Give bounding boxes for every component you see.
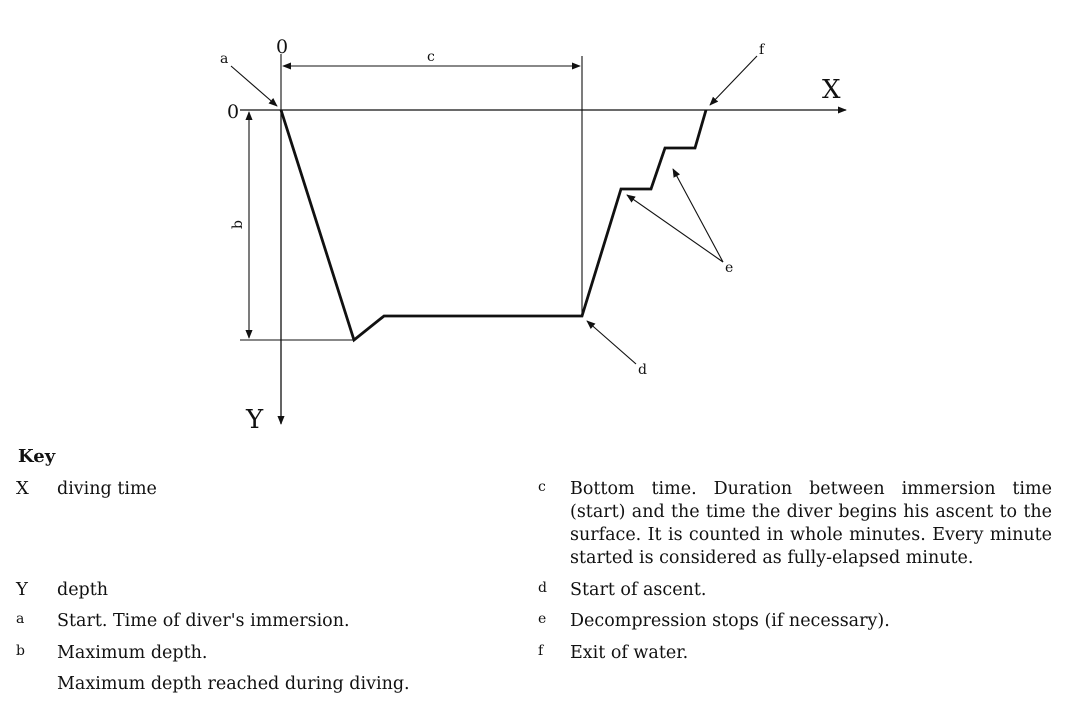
key-text: depth <box>57 580 109 600</box>
leader-d <box>586 320 637 365</box>
callout-e: e <box>725 260 733 276</box>
y-axis-label: Y <box>245 405 264 435</box>
key-symbol: c <box>538 479 546 495</box>
leader-e1 <box>626 194 724 263</box>
key-text: Exit of water. <box>570 643 689 663</box>
dive-profile-diagram: X Y 0 0 a c f e d b <box>220 36 847 435</box>
callout-b: b <box>230 220 246 229</box>
key-symbol: f <box>538 643 544 659</box>
leader-e2 <box>672 168 724 263</box>
key-text: Maximum depth. <box>57 643 208 663</box>
key-title: Key <box>18 446 56 467</box>
key-symbol: b <box>16 643 25 659</box>
callout-d: d <box>638 362 647 378</box>
callout-a: a <box>220 51 228 67</box>
key-text: Start of ascent. <box>570 580 707 600</box>
dive-profile-line <box>279 109 708 343</box>
key-symbol: a <box>16 611 25 627</box>
key-text-secondary: Maximum depth reached during diving. <box>57 674 410 694</box>
y-zero-label: 0 <box>227 101 239 123</box>
key-text: diving time <box>57 479 157 499</box>
key-symbol: Y <box>16 579 28 600</box>
key-symbol: e <box>538 611 547 627</box>
leader-a <box>230 65 278 107</box>
x-zero-label: 0 <box>276 36 288 58</box>
key-text: Start. Time of diver's immersion. <box>57 611 350 631</box>
key-text: Decompression stops (if necessary). <box>570 611 890 631</box>
x-axis-label: X <box>822 75 841 105</box>
key-symbol: X <box>16 478 29 499</box>
callout-c: c <box>427 49 435 65</box>
callout-f: f <box>759 42 766 58</box>
key-symbol: d <box>538 580 547 596</box>
key-text: Bottom time. Duration between immersion … <box>570 479 1052 568</box>
leader-f <box>709 55 758 106</box>
